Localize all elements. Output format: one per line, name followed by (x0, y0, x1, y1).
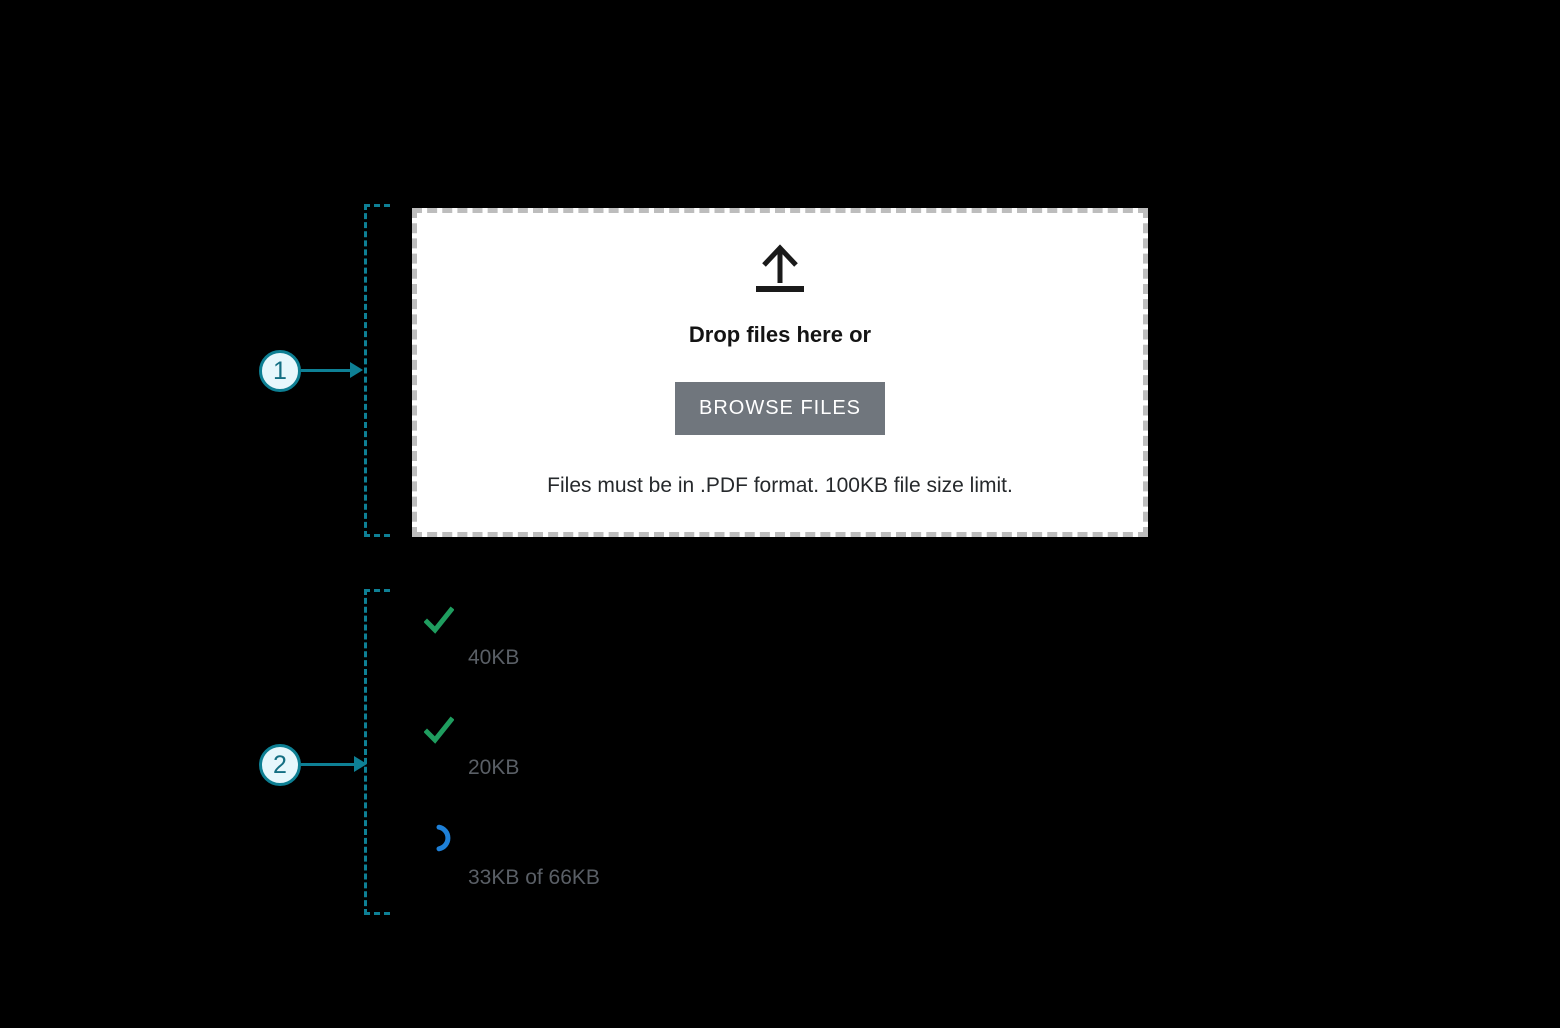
annotation-bracket-1 (364, 204, 390, 537)
check-icon (424, 716, 454, 744)
annotation-arrow-2 (301, 763, 355, 766)
annotation-marker-1: 1 (259, 350, 301, 392)
dropzone-title: Drop files here or (688, 322, 872, 347)
arrow-head-icon (350, 362, 363, 378)
arrow-head-icon (354, 756, 367, 772)
file-dropzone[interactable]: Drop files here or BROWSE FILES Files mu… (412, 208, 1148, 537)
dropzone-hint: Files must be in .PDF format. 100KB file… (547, 474, 1013, 497)
browse-files-button[interactable]: BROWSE FILES (674, 382, 886, 435)
annotation-arrow-1 (301, 369, 351, 372)
file-size-label: 40KB (468, 646, 520, 669)
file-size-label: 20KB (468, 756, 520, 779)
spinner-icon (436, 824, 451, 852)
check-icon (424, 606, 454, 634)
upload-icon (756, 244, 804, 292)
file-size-label: 33KB of 66KB (468, 866, 600, 889)
annotation-bracket-2 (364, 589, 390, 915)
annotation-marker-2: 2 (259, 744, 301, 786)
